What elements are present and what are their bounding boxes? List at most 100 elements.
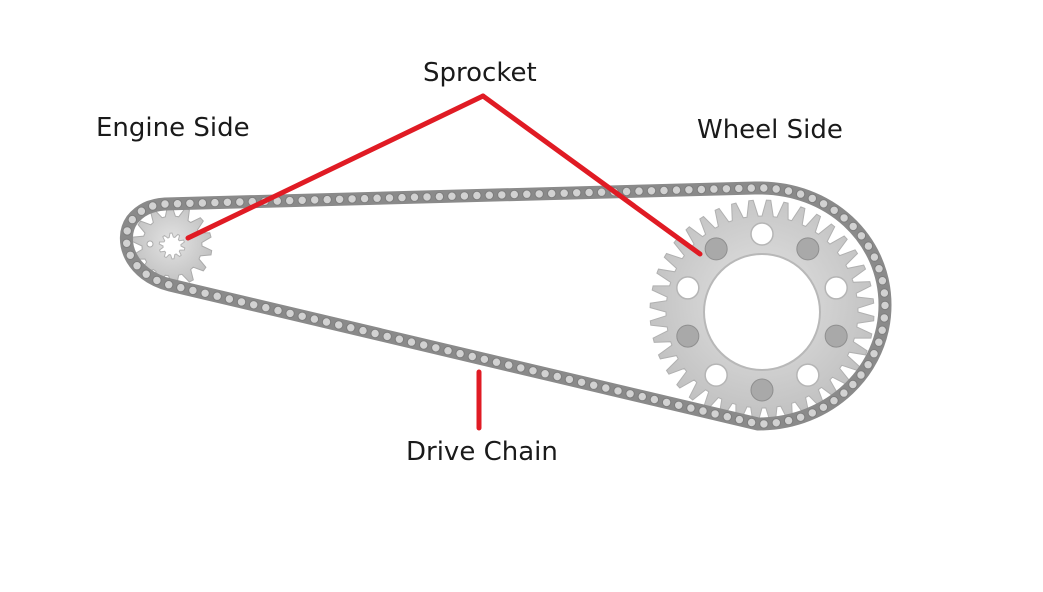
wheel-sprocket-hole: [824, 276, 848, 300]
chain-link: [576, 377, 587, 387]
chain-link: [484, 190, 494, 200]
chain-link: [807, 193, 817, 204]
chain-link: [572, 188, 582, 198]
chain-link: [746, 183, 756, 193]
chain-link: [359, 193, 370, 204]
chain-link: [839, 213, 849, 223]
label-engine-side: Engine Side: [96, 113, 250, 143]
chain-link: [613, 386, 623, 396]
wheel-sprocket-hole: [750, 222, 774, 246]
chain-link: [479, 354, 490, 364]
chain-link: [172, 199, 183, 209]
chain-link: [584, 187, 594, 198]
chain-link: [122, 226, 132, 236]
chain-link: [848, 221, 858, 232]
chain-link: [601, 383, 611, 393]
chain-link: [285, 195, 295, 206]
label-drive-chain: Drive Chain: [406, 437, 558, 467]
chain-link: [384, 193, 395, 203]
chain-link: [722, 412, 732, 422]
chain-link: [372, 193, 382, 203]
chain-link: [795, 412, 806, 422]
chain-link: [589, 380, 599, 390]
chain-link: [671, 185, 682, 195]
chain-link: [273, 305, 283, 316]
chain-link: [261, 302, 271, 313]
chain-link: [200, 288, 210, 298]
chain-link: [734, 183, 744, 194]
label-wheel-side: Wheel Side: [697, 115, 843, 145]
chain-link: [879, 313, 889, 323]
wheel-sprocket-bolt: [824, 324, 848, 348]
wheel-sprocket-bolt: [750, 378, 774, 402]
wheel-sprocket-bolt: [796, 237, 820, 261]
leader-line-engine-sprocket: [185, 93, 486, 241]
chain-link: [310, 195, 320, 205]
wheel-sprocket-hole: [704, 363, 728, 387]
chain-link: [829, 205, 839, 216]
chain-link: [497, 190, 507, 200]
chain-link: [447, 191, 457, 201]
chain-link: [212, 291, 222, 301]
chain-link: [869, 252, 880, 262]
chain-link: [197, 198, 208, 208]
chain-link: [646, 186, 657, 196]
chain-link: [661, 397, 672, 408]
chain-link: [431, 343, 441, 353]
chain-link: [621, 186, 632, 197]
chain-link: [164, 280, 174, 290]
chain-link: [564, 374, 575, 385]
chain-link: [783, 415, 794, 426]
chain-link: [509, 189, 519, 200]
chain-link: [674, 400, 684, 410]
label-sprocket: Sprocket: [423, 58, 537, 88]
chain-link: [188, 285, 198, 296]
chain-link: [848, 379, 858, 390]
chain-link: [185, 198, 195, 209]
chain-link: [877, 276, 888, 286]
chain-link: [141, 269, 151, 279]
chain-link: [874, 264, 884, 274]
chain-link: [347, 194, 357, 204]
chain-link: [783, 186, 794, 196]
engine-sprocket: [131, 205, 213, 287]
chain-link: [696, 184, 707, 195]
chain-link: [459, 191, 470, 201]
chain-link: [634, 186, 644, 196]
chain-link: [334, 194, 345, 205]
chain-link: [649, 394, 660, 405]
chain-link: [659, 185, 669, 196]
chain-link: [874, 337, 884, 347]
chain-link: [467, 351, 477, 362]
chain-link: [136, 206, 147, 216]
chain-link: [552, 371, 562, 382]
chain-link: [422, 192, 432, 202]
chain-link: [880, 300, 890, 311]
chain-link: [491, 357, 502, 367]
chain-link: [236, 297, 247, 307]
chain-link: [559, 188, 569, 198]
chain-link: [547, 188, 557, 199]
chain-link: [210, 197, 220, 208]
chain-link: [818, 402, 829, 412]
chain-link: [309, 314, 320, 324]
chain-link: [249, 300, 259, 310]
chain-link: [127, 214, 138, 225]
chain-link: [869, 349, 879, 359]
chain-link: [625, 389, 635, 399]
chain-link: [698, 406, 708, 416]
chain-link: [419, 340, 429, 350]
chain-link: [334, 320, 344, 330]
chain-link: [829, 396, 839, 406]
chain-link: [148, 201, 158, 211]
leader-line-wheel-sprocket: [480, 93, 703, 257]
chain-link: [818, 199, 829, 209]
wheel-sprocket: [649, 199, 875, 425]
chain-link: [863, 241, 874, 251]
chain-link: [358, 325, 368, 336]
engine-sprocket-spline: [158, 232, 186, 260]
wheel-sprocket-hub-hole: [703, 253, 821, 371]
chain-link: [516, 363, 526, 373]
chain-link: [235, 197, 245, 207]
